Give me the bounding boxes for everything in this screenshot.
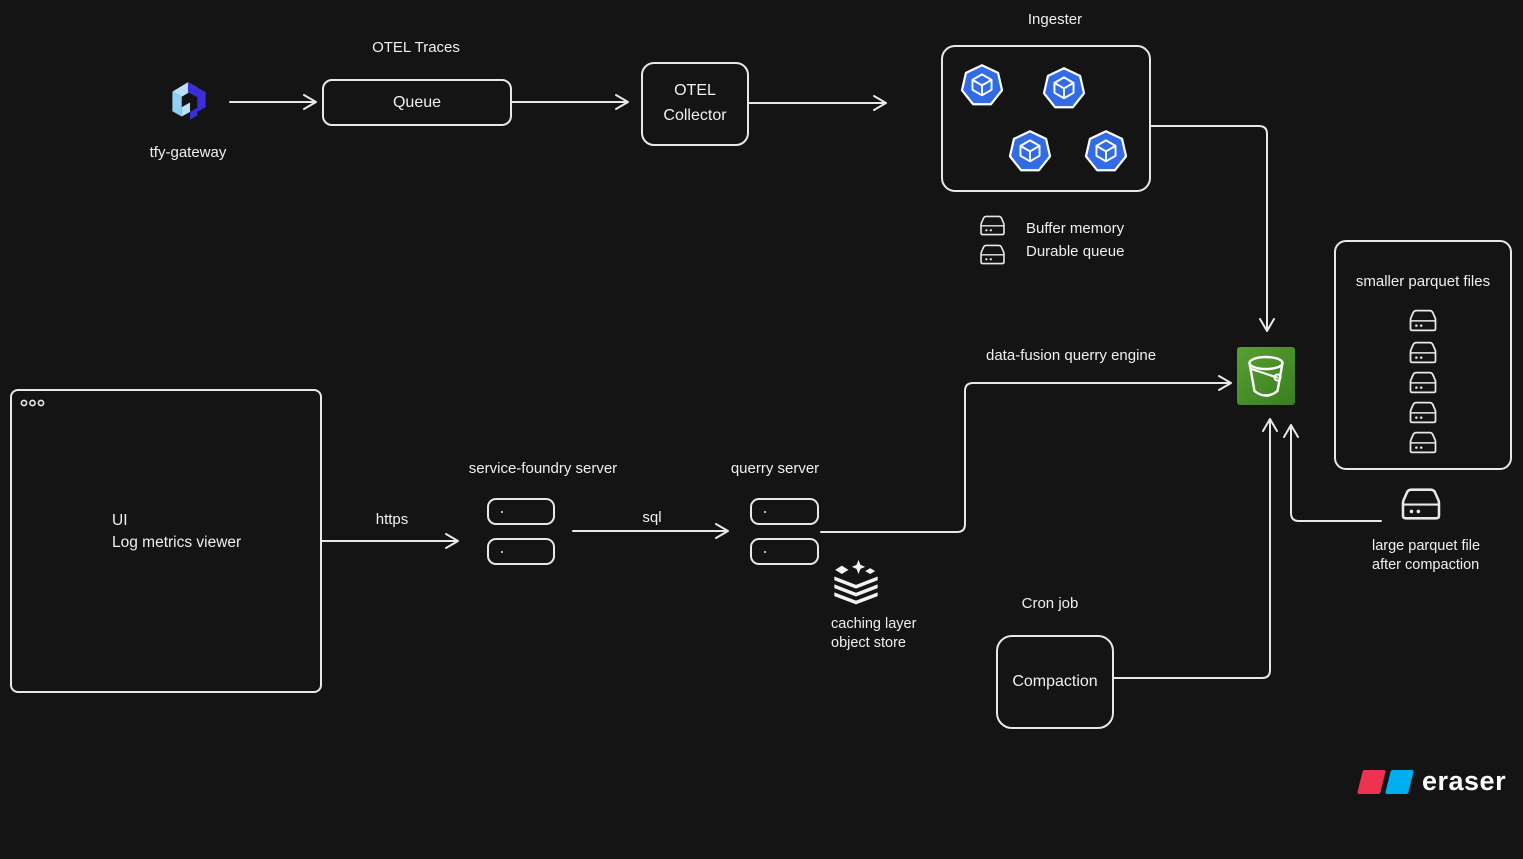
sql-edge-label: sql [642,509,662,526]
s3-bucket-node[interactable] [1237,347,1295,405]
buffer-memory-label: Buffer memory [1026,220,1125,237]
kubernetes-pod-icon[interactable] [1008,129,1052,173]
ingester-label: Ingester [1027,11,1083,28]
smaller-parquet-files-label: smaller parquet files [1355,273,1491,290]
large-parquet-label-line1: large parquet file [1372,538,1481,554]
caching-label-line2: object store [831,635,906,651]
kubernetes-pod-icon[interactable] [1042,66,1086,110]
eraser-logo-blue-shape [1385,769,1414,794]
edge-queue-to-collector [510,94,629,110]
edge-gateway-to-queue [229,94,317,110]
querry-server-label: querry server [730,460,820,477]
eraser-wordmark: eraser [1422,766,1507,796]
querry-server-replica-2[interactable] [750,538,819,565]
queue-label: Queue [392,93,442,111]
service-foundry-replica-1[interactable] [487,498,555,525]
data-fusion-engine-label: data-fusion querry engine [986,347,1157,364]
durable-queue-disk-icon[interactable] [979,243,1006,266]
ui-window-node[interactable]: UI Log metrics viewer [10,389,322,693]
edge-compaction-to-bucket [1113,418,1278,679]
eraser-logo-icon [1357,769,1414,794]
otel-collector-label-line2: Collector [663,107,727,124]
querry-server-replica-1[interactable] [750,498,819,525]
compaction-label: Compaction [1012,673,1098,690]
edge-querry-to-bucket [820,375,1232,533]
eraser-logo-red-shape [1357,769,1386,794]
compaction-node[interactable]: Compaction [996,635,1114,729]
otel-collector-node[interactable]: OTEL Collector [641,62,749,146]
parquet-file-icon[interactable] [1408,430,1438,455]
https-edge-label: https [375,511,409,528]
edge-collector-to-ingester [747,95,887,111]
kubernetes-pod-icon[interactable] [1084,129,1128,173]
smaller-parquet-files-group[interactable] [1334,240,1512,470]
parquet-file-icon[interactable] [1408,308,1438,333]
cron-job-label: Cron job [1021,595,1079,612]
ui-label-line1: UI [112,512,128,529]
large-parquet-file-icon[interactable] [1398,486,1444,522]
window-controls-dots-icon [19,397,47,409]
parquet-file-icon[interactable] [1408,340,1438,365]
service-foundry-label: service-foundry server [468,460,618,477]
parquet-file-icon[interactable] [1408,370,1438,395]
eraser-watermark[interactable]: eraser [1357,766,1507,797]
ui-label-line2: Log metrics viewer [112,534,242,551]
parquet-file-icon[interactable] [1408,400,1438,425]
durable-queue-label: Durable queue [1026,243,1125,260]
service-foundry-replica-2[interactable] [487,538,555,565]
otel-traces-label: OTEL Traces [372,39,460,56]
ingester-group[interactable] [941,45,1151,192]
caching-label-line1: caching layer [831,616,917,632]
edge-ingester-to-bucket [1150,125,1275,332]
s3-bucket-icon [1237,347,1295,405]
tfy-gateway-label: tfy-gateway [149,144,227,161]
large-parquet-label-line2: after compaction [1372,557,1480,573]
queue-node[interactable]: Queue [322,79,512,126]
otel-collector-label-line1: OTEL [674,82,716,100]
cache-layers-icon[interactable] [831,559,881,609]
edge-ui-to-service-foundry [321,533,459,549]
tfy-gateway-icon[interactable] [162,76,216,130]
kubernetes-pod-icon[interactable] [960,63,1004,107]
buffer-memory-disk-icon[interactable] [979,214,1006,237]
